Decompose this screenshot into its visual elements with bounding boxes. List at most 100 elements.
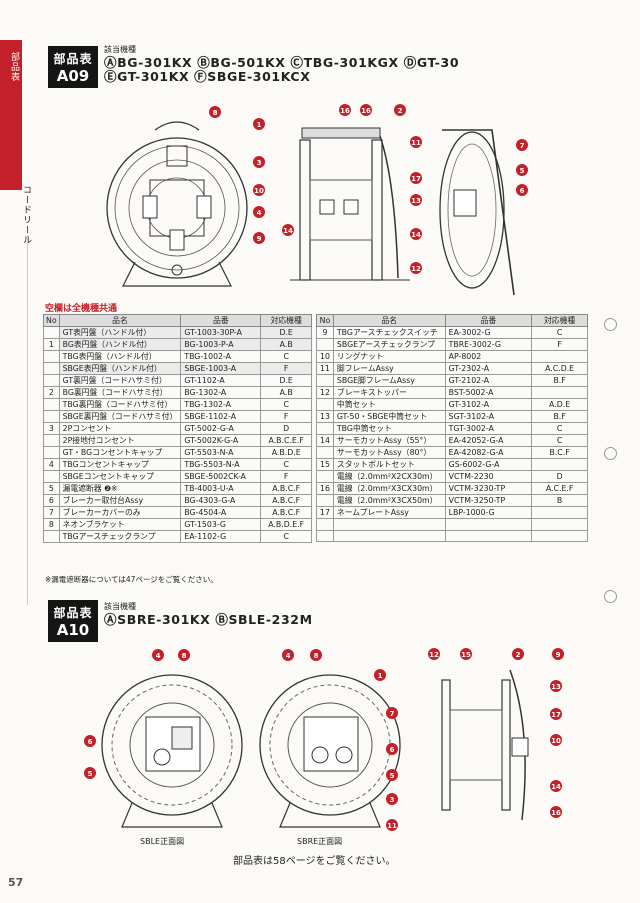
row-model: A.C.E.F bbox=[531, 482, 588, 495]
row-no bbox=[316, 518, 334, 531]
callout-marker bbox=[253, 156, 265, 168]
a10-models-line1: ⒶSBRE-301KX ⒷSBLE-232M bbox=[104, 612, 313, 627]
callout-marker bbox=[552, 648, 564, 660]
a09-side-diagram: 16 16 2 11 17 13 14 14 12 bbox=[282, 104, 422, 281]
callout-label: 7 bbox=[520, 142, 525, 150]
row-name: サーモカットAssy（55°） bbox=[332, 434, 446, 447]
row-model: C bbox=[531, 434, 588, 447]
callout-label: 4 bbox=[257, 209, 262, 217]
row-part: EA-3002-G bbox=[444, 326, 533, 339]
callout-label: 5 bbox=[88, 770, 93, 778]
row-part: BG-4303-G-A bbox=[180, 494, 262, 507]
a10-badge: 部品表 A10 bbox=[48, 600, 98, 642]
callout-marker bbox=[386, 743, 398, 755]
row-no bbox=[316, 422, 334, 435]
callout-marker bbox=[428, 648, 440, 660]
a09-badge: 部品表 A09 bbox=[48, 46, 98, 88]
row-no: 3 bbox=[43, 422, 60, 435]
callout-label: 2 bbox=[398, 107, 403, 115]
row-part: GT-5503-N-A bbox=[180, 446, 262, 459]
callout-marker bbox=[152, 649, 164, 661]
row-no: 5 bbox=[43, 482, 60, 495]
a09-rear-callouts: 7 5 6 bbox=[516, 139, 528, 196]
callout-marker bbox=[282, 224, 294, 236]
row-no bbox=[316, 529, 334, 543]
row-part: SBGE-5002CK-A bbox=[180, 470, 262, 483]
row-part bbox=[444, 529, 533, 543]
callout-marker bbox=[410, 228, 422, 240]
callout-marker bbox=[410, 194, 422, 206]
row-model: A.B.C.F bbox=[260, 494, 312, 507]
row-model bbox=[531, 506, 588, 519]
row-model: D bbox=[260, 422, 312, 435]
row-part: SBGE-1003-A bbox=[180, 362, 262, 375]
callout-marker bbox=[512, 648, 524, 660]
row-no bbox=[316, 374, 334, 387]
callout-marker bbox=[386, 819, 398, 831]
row-name: TBGコンセントキャップ bbox=[58, 458, 182, 471]
callout-label: 10 bbox=[254, 187, 264, 195]
row-part: TGT-3002-A bbox=[444, 422, 533, 435]
row-name: サーモカットAssy（80°） bbox=[332, 446, 446, 459]
row-model bbox=[531, 458, 588, 471]
a09-side-callouts: 16 16 2 11 17 13 14 14 12 bbox=[282, 104, 422, 274]
row-part: TBG-1302-A bbox=[180, 398, 262, 411]
col-name: 品名 bbox=[332, 314, 446, 327]
row-part: BG-1003-P-A bbox=[180, 338, 262, 351]
row-name: SBGE裏円盤（コードハサミ付） bbox=[58, 410, 182, 423]
callout-marker bbox=[550, 680, 562, 692]
row-part: GT-5002-G-A bbox=[180, 422, 262, 435]
callout-marker bbox=[374, 669, 386, 681]
row-part: TB-4003-U-A bbox=[180, 482, 262, 495]
row-name: BG表円盤（ハンドル付） bbox=[58, 338, 182, 351]
row-no: 12 bbox=[316, 386, 334, 399]
row-name: GT裏円盤（コードハサミ付） bbox=[58, 374, 182, 387]
callout-label: 14 bbox=[551, 783, 561, 791]
callout-marker bbox=[386, 793, 398, 805]
row-name: ブレーカーカバーのみ bbox=[58, 506, 182, 519]
a10-side-callouts: 12 15 2 9 13 17 10 14 16 bbox=[428, 648, 564, 818]
callout-label: 16 bbox=[340, 107, 350, 115]
callout-marker bbox=[282, 649, 294, 661]
footnote: ※漏電遮断器については47ページをご覧ください。 bbox=[45, 575, 218, 584]
callout-label: 14 bbox=[283, 227, 293, 235]
callout-label: 11 bbox=[387, 822, 397, 830]
row-model: A.B.C.E.F bbox=[260, 434, 312, 447]
col-model: 対応機種 bbox=[260, 314, 312, 327]
col-part: 品番 bbox=[444, 314, 533, 327]
callout-marker bbox=[339, 104, 351, 116]
row-no bbox=[43, 470, 60, 483]
row-no bbox=[316, 446, 334, 459]
callout-marker bbox=[516, 139, 528, 151]
callout-label: 3 bbox=[257, 159, 262, 167]
row-name: SBGE表円盤（ハンドル付） bbox=[58, 362, 182, 375]
row-model: F bbox=[260, 410, 312, 423]
row-model bbox=[531, 350, 588, 363]
callout-label: 13 bbox=[551, 683, 561, 691]
callout-marker bbox=[253, 232, 265, 244]
callout-marker bbox=[253, 184, 265, 196]
row-no bbox=[43, 530, 60, 543]
callout-label: 6 bbox=[88, 738, 93, 746]
callout-marker bbox=[253, 118, 265, 130]
callout-label: 15 bbox=[461, 651, 471, 659]
row-part: GT-1003-30P-A bbox=[180, 326, 262, 339]
row-part: TBG-1002-A bbox=[180, 350, 262, 363]
row-name bbox=[332, 529, 446, 543]
a10-sble-callouts: 4 8 6 5 bbox=[84, 649, 190, 779]
row-name: TBG表円盤（ハンドル付） bbox=[58, 350, 182, 363]
row-no bbox=[316, 398, 334, 411]
callout-label: 1 bbox=[257, 121, 262, 129]
binder-hole bbox=[604, 590, 617, 603]
row-name: リングナット bbox=[332, 350, 446, 363]
row-part: VCTM-2230 bbox=[444, 470, 533, 483]
row-name: ネオンブラケット bbox=[58, 518, 182, 531]
